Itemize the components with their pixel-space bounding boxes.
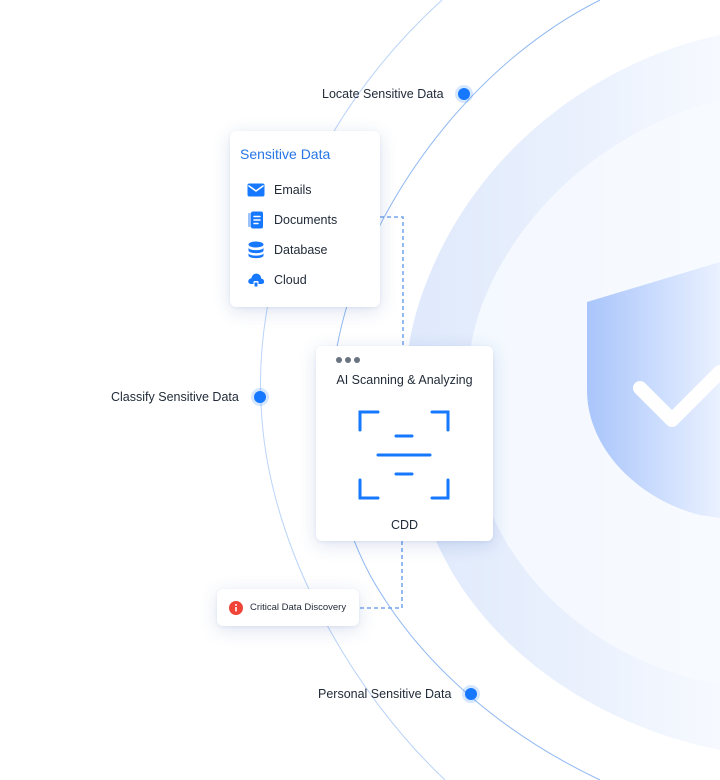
stage-dot-classify[interactable]	[254, 391, 266, 403]
stage-dot-locate[interactable]	[458, 88, 470, 100]
ai-scanning-title: AI Scanning & Analyzing	[336, 373, 473, 387]
window-dots-icon	[336, 357, 360, 363]
connector-bottom	[359, 541, 403, 609]
stage-label-locate: Locate Sensitive Data	[322, 87, 444, 101]
ai-scanning-caption: CDD	[390, 518, 419, 532]
stage-dot-personal[interactable]	[465, 688, 477, 700]
mail-icon	[246, 180, 266, 200]
shield-icon	[587, 262, 720, 518]
sensitive-item-emails[interactable]: Emails	[246, 180, 312, 200]
ai-scanning-card: AI Scanning & Analyzing CDD	[316, 346, 493, 541]
outer-ring	[260, 0, 446, 780]
connector-top	[380, 216, 404, 346]
check-icon	[633, 365, 720, 427]
scan-frame-icon	[358, 410, 450, 500]
sensitive-item-label: Cloud	[274, 273, 307, 287]
critical-data-discovery-badge[interactable]: Critical Data Discovery	[217, 589, 359, 626]
sensitive-item-documents[interactable]: Documents	[246, 210, 337, 230]
cloud-icon	[246, 270, 266, 290]
database-icon	[246, 240, 266, 260]
info-icon	[229, 600, 243, 615]
sensitive-item-database[interactable]: Database	[246, 240, 328, 260]
sensitive-item-cloud[interactable]: Cloud	[246, 270, 307, 290]
stage-label-classify: Classify Sensitive Data	[111, 390, 239, 404]
critical-data-discovery-label: Critical Data Discovery	[250, 602, 347, 613]
sensitive-item-label: Documents	[274, 213, 338, 227]
sensitive-data-card: Sensitive Data Emails Documents	[230, 131, 380, 307]
sensitive-item-label: Database	[274, 243, 328, 257]
document-icon	[246, 210, 266, 230]
stage-label-personal: Personal Sensitive Data	[318, 687, 452, 701]
sensitive-data-title: Sensitive Data	[240, 146, 331, 162]
sensitive-item-label: Emails	[274, 183, 312, 197]
